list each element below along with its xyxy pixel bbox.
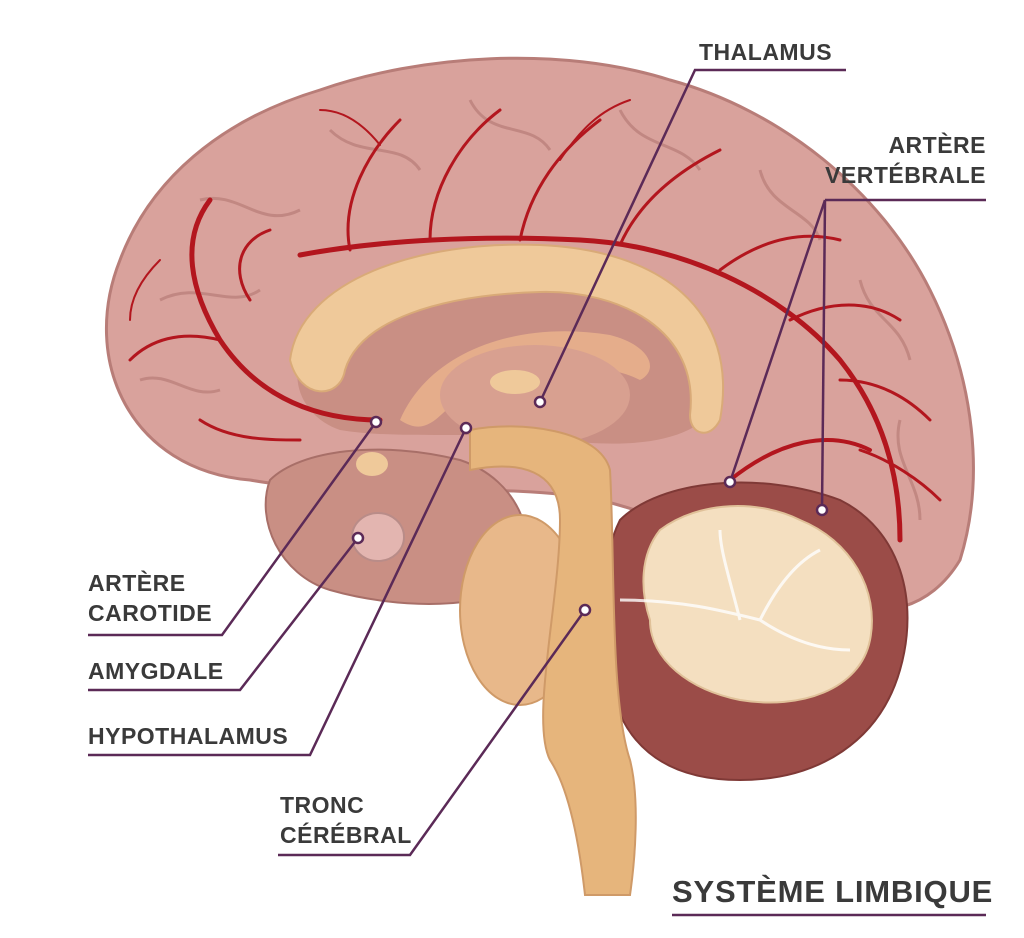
label-tronc-line2: CÉRÉBRAL: [280, 822, 412, 848]
label-tronc-line1: TRONC: [280, 792, 365, 818]
arteries: [128, 99, 942, 543]
label-thalamus: THALAMUS: [699, 39, 833, 65]
arbor-vitae: [642, 505, 873, 704]
corpus-callosum: [288, 243, 725, 434]
brainstem: [469, 425, 637, 896]
label-artere-vertebrale: ARTÈRE VERTÉBRALE: [825, 130, 986, 190]
leader-dots: [351, 395, 829, 617]
leader-hypothalamus: [88, 427, 468, 757]
label-artere-carotide: ARTÈRE CAROTIDE: [88, 568, 212, 628]
thalamus-region: [440, 345, 630, 445]
label-artere-carotide-line1: ARTÈRE: [88, 570, 186, 596]
label-artere-vertebrale-line1: ARTÈRE: [888, 132, 986, 158]
label-tronc-cerebral: TRONC CÉRÉBRAL: [280, 790, 412, 850]
leader-artere-vertebrale-b: [820, 199, 827, 511]
diagram-title: SYSTÈME LIMBIQUE: [672, 874, 994, 909]
label-artere-carotide-line2: CAROTIDE: [88, 600, 213, 626]
leader-amygdale: [88, 537, 359, 692]
leader-artere-carotide: [88, 421, 378, 637]
leader-thalamus: [538, 68, 846, 403]
leader-tronc: [278, 609, 587, 857]
leader-lines: [88, 68, 986, 857]
leader-artere-vertebrale-a: [728, 199, 827, 483]
label-amygdale: AMYGDALE: [88, 658, 224, 684]
label-hypothalamus: HYPOTHALAMUS: [88, 723, 289, 749]
label-artere-vertebrale-line2: VERTÉBRALE: [825, 162, 986, 188]
cortex-folds: [139, 99, 922, 521]
